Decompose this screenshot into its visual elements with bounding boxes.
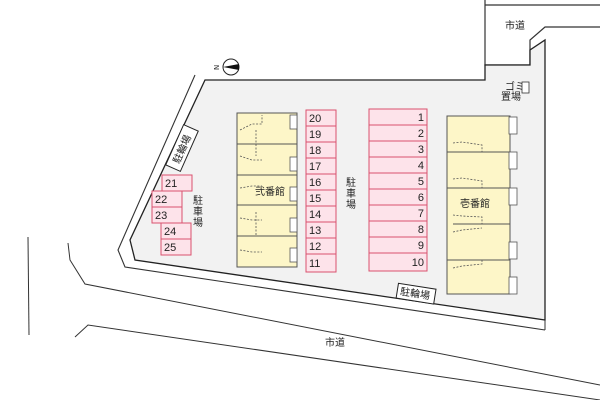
garbage-label-1: ゴミ	[505, 80, 525, 93]
parking-space-23: 23	[151, 206, 183, 224]
road-bottom-line	[74, 324, 600, 400]
parking-column-right: 1 2 3 4 5 6 7 8 9 10	[368, 108, 428, 272]
garbage-label-2: 置場	[501, 90, 521, 103]
parking-label-left-1: 駐	[193, 194, 203, 207]
parking-space-19: 19	[309, 129, 321, 141]
parking-space-22: 22	[151, 190, 183, 208]
parking-label-center-3: 場	[346, 198, 356, 211]
bicycle-parking-bottom: 駐輪場	[395, 282, 437, 305]
parking-space-9: 9	[418, 240, 424, 252]
road-left-line-2	[67, 242, 600, 386]
parking-label-left-2: 車	[193, 205, 203, 218]
svg-text:21: 21	[165, 178, 177, 190]
parking-space-15: 15	[309, 193, 321, 205]
svg-text:N: N	[213, 65, 221, 70]
road-label-top: 市道	[505, 19, 525, 32]
parking-space-5: 5	[418, 176, 424, 188]
road-left-line-1	[27, 236, 30, 336]
svg-text:25: 25	[164, 242, 176, 254]
parking-space-17: 17	[309, 161, 321, 173]
building-1: 壱番館	[446, 115, 518, 295]
parking-space-21: 21	[161, 174, 193, 192]
boundary-left-outer	[117, 74, 546, 331]
svg-text:22: 22	[155, 194, 167, 206]
parking-space-3: 3	[418, 144, 424, 156]
bicycle-parking-top-left: 駐輪場	[165, 123, 199, 173]
parking-space-16: 16	[309, 177, 321, 189]
parking-label-left-3: 場	[193, 216, 203, 229]
parking-space-24: 24	[160, 222, 192, 240]
parking-space-8: 8	[418, 224, 424, 236]
parking-space-14: 14	[309, 209, 321, 221]
parking-label-center-2: 車	[346, 187, 356, 200]
parking-space-25: 25	[160, 238, 192, 256]
building-2: 弐番館	[236, 112, 298, 268]
parking-space-2: 2	[418, 128, 424, 140]
parking-space-20: 20	[309, 113, 321, 125]
compass-north-icon: N	[213, 58, 240, 76]
svg-text:24: 24	[164, 226, 176, 238]
svg-text:23: 23	[155, 210, 167, 222]
parking-space-7: 7	[418, 208, 424, 220]
garbage-box	[521, 81, 530, 94]
building-1-label: 壱番館	[460, 197, 490, 210]
parking-space-1: 1	[418, 112, 424, 124]
parking-cluster-left: 21 22 23 24 25	[151, 174, 193, 256]
parking-space-6: 6	[418, 192, 424, 204]
parking-space-13: 13	[309, 225, 321, 237]
parking-space-11: 11	[309, 258, 320, 270]
site-area	[129, 38, 546, 321]
parking-column-middle: 20 19 18 17 16 15 14 13 12 11	[305, 109, 337, 273]
parking-label-center-1: 駐	[346, 176, 356, 189]
building-2-label: 弐番館	[255, 185, 285, 198]
parking-space-18: 18	[309, 145, 321, 157]
road-label-bottom: 市道	[325, 336, 345, 349]
parking-space-4: 4	[418, 160, 424, 172]
parking-space-12: 12	[309, 241, 321, 253]
parking-space-10: 10	[412, 257, 424, 269]
